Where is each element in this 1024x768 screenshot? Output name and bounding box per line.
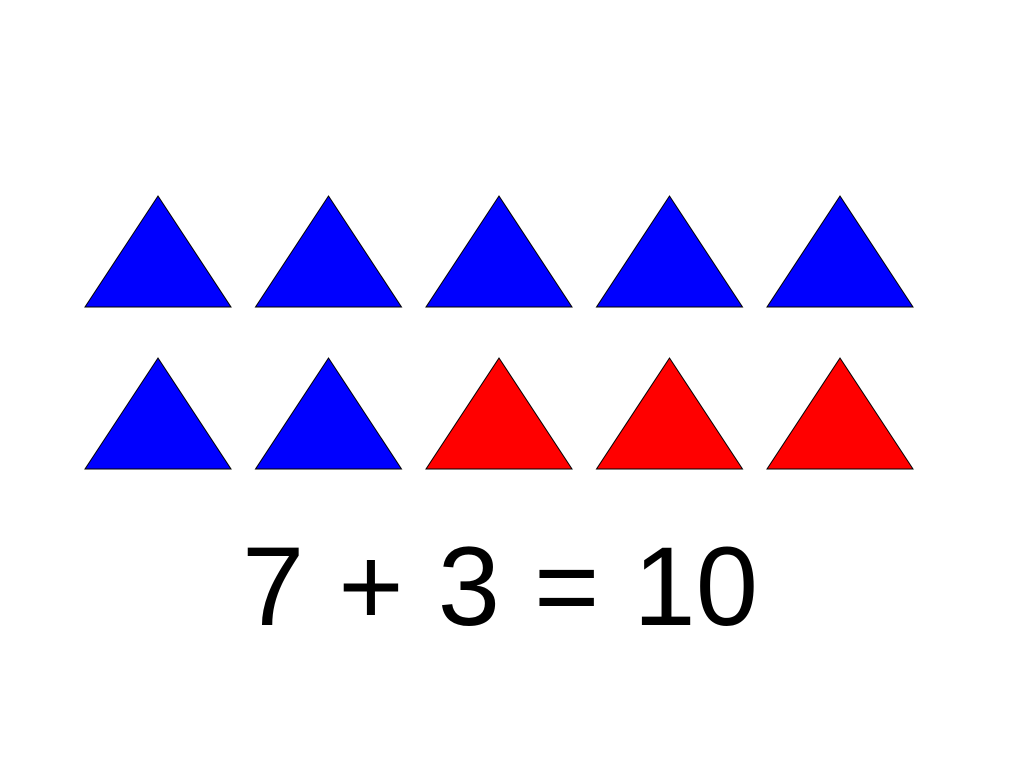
blue-triangle — [254, 195, 403, 308]
blue-triangle — [595, 195, 744, 308]
equation-addend-2: 3 — [437, 524, 500, 649]
blue-triangle — [425, 195, 573, 308]
blue-triangle — [84, 195, 232, 308]
equation-addend-1: 7 — [242, 524, 305, 649]
blue-triangle — [84, 357, 232, 470]
blue-triangle — [254, 357, 403, 470]
blue-triangle — [766, 195, 914, 308]
red-triangle — [766, 357, 914, 470]
equation-plus-sign: + — [338, 524, 404, 649]
equation: 7 +3 = 10 — [0, 522, 1000, 652]
equation-equals-sign: = — [534, 524, 600, 649]
red-triangle — [595, 357, 744, 470]
red-triangle — [425, 357, 573, 470]
equation-sum: 10 — [633, 524, 758, 649]
